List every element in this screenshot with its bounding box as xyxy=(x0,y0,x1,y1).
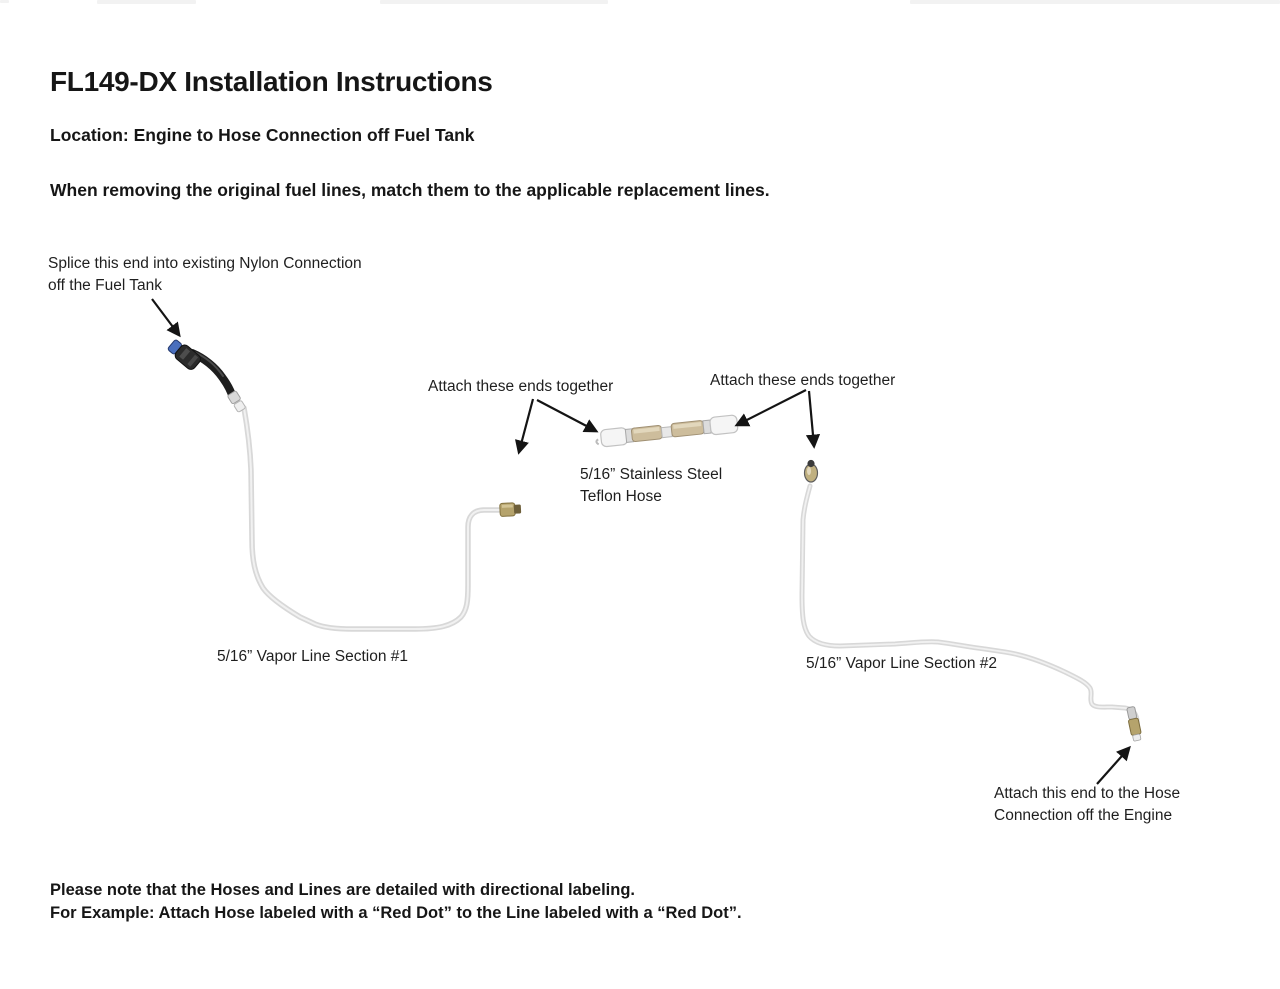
top-edge-artifact xyxy=(0,0,9,3)
engine-end-annotation-line1: Attach this end to the Hose xyxy=(994,785,1181,802)
attach2-down-arrow xyxy=(805,390,821,449)
vapor-line-2-label: 5/16” Vapor Line Section #2 xyxy=(806,655,998,672)
instruction-line: When removing the original fuel lines, m… xyxy=(50,180,770,200)
attach-ends-label-1: Attach these ends together xyxy=(428,378,614,395)
top-edge-artifact xyxy=(97,0,196,4)
footer-notes: Please note that the Hoses and Lines are… xyxy=(50,879,742,925)
vapor-line-1-path xyxy=(241,405,503,632)
attach-ends-label-2: Attach these ends together xyxy=(710,372,896,389)
engine-end-arrow xyxy=(1096,745,1131,785)
vapor-line-1-label: 5/16” Vapor Line Section #1 xyxy=(217,648,409,665)
top-edge-artifact xyxy=(380,0,608,4)
teflon-hose-graphic xyxy=(595,414,739,448)
attach2-left-arrow xyxy=(734,389,807,427)
vapor-line-2-path xyxy=(799,483,1141,734)
teflon-hose-label-line2: Teflon Hose xyxy=(580,488,662,505)
attach1-left-arrow xyxy=(515,398,535,455)
location-line: Location: Engine to Hose Connection off … xyxy=(50,125,475,145)
fuel-tank-connector xyxy=(167,339,201,370)
top-edge-artifact xyxy=(910,0,1280,4)
teflon-hose-label: 5/16” Stainless Steel Teflon Hose xyxy=(580,464,722,508)
splice-annotation: Splice this end into existing Nylon Conn… xyxy=(48,253,362,296)
footer-note-line1: Please note that the Hoses and Lines are… xyxy=(50,881,635,899)
splice-annotation-line1: Splice this end into existing Nylon Conn… xyxy=(48,255,362,272)
line2-top-fitting xyxy=(803,459,819,483)
splice-arrow xyxy=(151,298,181,338)
line1-collar-fitting xyxy=(227,390,246,413)
teflon-hose-label-line1: 5/16” Stainless Steel xyxy=(580,466,723,483)
footer-note-line2: For Example: Attach Hose labeled with a … xyxy=(50,904,742,922)
engine-end-annotation: Attach this end to the Hose Connection o… xyxy=(994,783,1180,827)
engine-end-annotation-line2: Connection off the Engine xyxy=(994,807,1173,824)
line1-end-fitting xyxy=(499,502,522,517)
splice-annotation-line2: off the Fuel Tank xyxy=(48,276,163,294)
page-title: FL149-DX Installation Instructions xyxy=(50,66,493,97)
attach1-right-arrow xyxy=(536,399,599,433)
line2-end-fitting xyxy=(1126,706,1142,742)
